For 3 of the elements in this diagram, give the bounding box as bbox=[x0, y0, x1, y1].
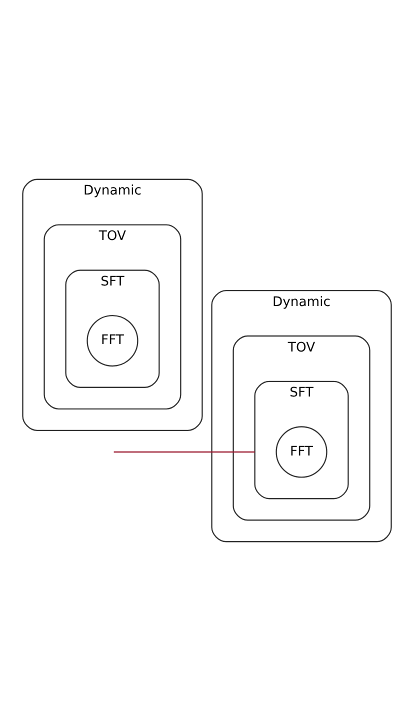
node-circle: FFT bbox=[86, 314, 138, 367]
node-circle: FFT bbox=[276, 426, 328, 478]
connector bbox=[114, 451, 255, 453]
